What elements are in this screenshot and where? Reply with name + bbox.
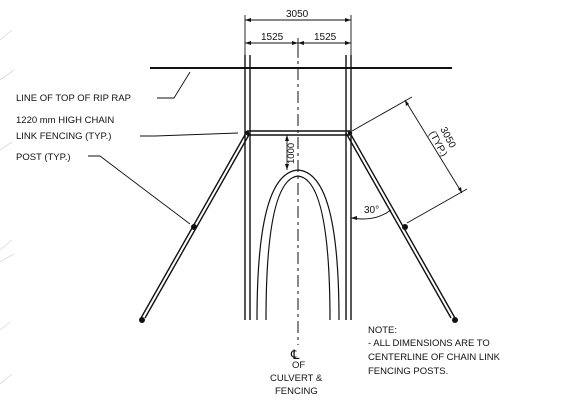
label-rip-rap: LINE OF TOP OF RIP RAP [16, 93, 131, 104]
dim-half-left: 1525 [261, 32, 284, 43]
dim-height: 1000 [286, 143, 297, 164]
culvert-walls [244, 55, 352, 320]
note-line2: CENTERLINE OF CHAIN LINK [368, 352, 501, 363]
post-right-end [452, 317, 458, 323]
note-line3: FENCING POSTS. [368, 366, 448, 377]
centerline-symbol: ℄ [290, 347, 300, 362]
dim-overall-width: 3050 [286, 9, 309, 20]
leader-fencing [140, 132, 239, 137]
right-fence [345, 132, 456, 319]
angle-arc [350, 209, 392, 220]
label-post: POST (TYP.) [16, 152, 71, 163]
centerline-line3: FENCING [275, 386, 318, 397]
dim-angle: 30° [364, 205, 379, 216]
post-left-top [244, 130, 250, 136]
scan-edge-marks [0, 29, 15, 385]
note-title: NOTE: [368, 325, 397, 336]
note-line1: - ALL DIMENSIONS ARE TO [368, 338, 490, 349]
centerline-line1: OF [292, 360, 305, 371]
centerline-line2: CULVERT & [270, 373, 323, 384]
leader-lines [88, 71, 239, 225]
slant-dimension [351, 96, 468, 224]
top-dimensions [244, 15, 352, 58]
leader-rip-rap [157, 71, 191, 99]
post-left-end [139, 317, 145, 323]
label-fencing-line2: LINK FENCING (TYP.) [16, 131, 111, 142]
height-dimension [285, 135, 289, 170]
post-left-mid [191, 224, 197, 230]
label-fencing-line1: 1220 mm HIGH CHAIN [16, 115, 114, 126]
leader-post [88, 155, 191, 225]
post-right-top [347, 130, 353, 136]
dim-half-right: 1525 [314, 32, 337, 43]
post-right-mid [402, 224, 408, 230]
